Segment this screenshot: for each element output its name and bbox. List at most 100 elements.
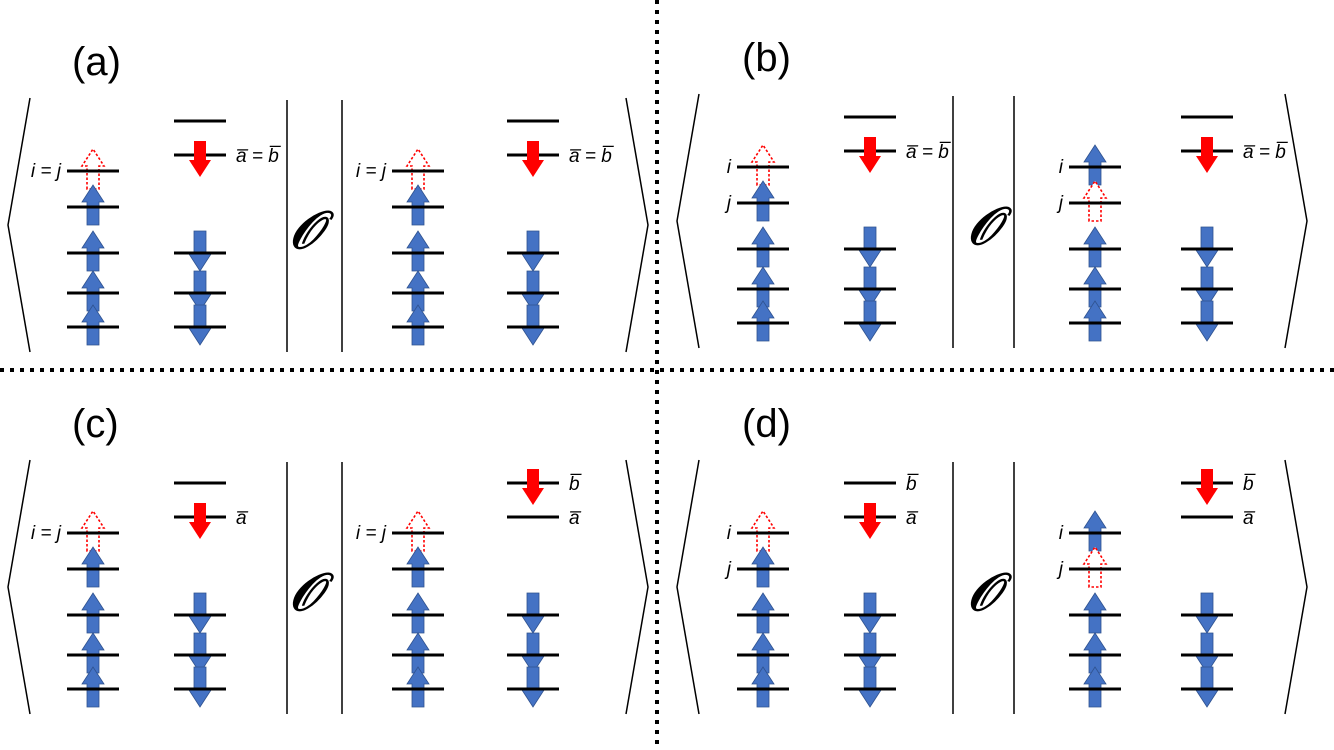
beta-excited-electron-arrow [522, 469, 544, 505]
beta-excited-electron-arrow [522, 141, 544, 177]
bra: i = ja̅ = b̅ [7, 97, 288, 353]
alpha-electron-arrow [406, 270, 430, 312]
alpha-electron-arrow [81, 632, 105, 674]
beta-electron-arrow [521, 666, 545, 708]
alpha-electron-arrow [406, 184, 430, 226]
bra-left-bracket [7, 97, 31, 353]
beta-orbital-label: a̅ = b̅ [1243, 142, 1288, 163]
alpha-electron-arrow [405, 509, 431, 552]
alpha-orbital-label: i = j [356, 161, 387, 182]
alpha-orbital-label: j [1056, 193, 1064, 214]
beta-excited-electron-arrow [1196, 469, 1218, 505]
alpha-electron-arrow [1083, 592, 1107, 634]
alpha-electron-arrow [1083, 666, 1107, 708]
operator-symbol: 𝒪 [967, 562, 1013, 623]
ket: i = j a̅ = b̅ [341, 97, 649, 353]
alpha-electron-arrow [81, 230, 105, 272]
alpha-electron-arrow [751, 226, 775, 268]
ket-right-bracket [1284, 459, 1308, 715]
beta-electron-arrow [188, 230, 212, 272]
alpha-electron-arrow [750, 143, 776, 186]
alpha-electron-arrow [1083, 510, 1107, 552]
alpha-electron-arrow [406, 230, 430, 272]
beta-electron-arrow [1195, 592, 1219, 634]
alpha-electron-arrow [80, 147, 106, 190]
beta-orbital-label: a̅ = b̅ [236, 146, 281, 167]
alpha-electron-arrow [1082, 545, 1108, 588]
alpha-orbital-label: i = j [356, 523, 387, 544]
alpha-electron-arrow [1082, 179, 1108, 222]
beta-orbital-label: a̅ = b̅ [906, 142, 951, 163]
beta-electron-arrow [521, 304, 545, 346]
bra: i = j a̅ [7, 459, 288, 715]
beta-electron-arrow [188, 666, 212, 708]
alpha-electron-arrow [1083, 226, 1107, 268]
panel-c: (c)𝒪i = ja̅i = jb̅a̅ [7, 402, 649, 715]
alpha-orbital-label: j [724, 559, 732, 580]
alpha-orbital-label: i = j [31, 523, 62, 544]
beta-orbital-label: b̅ [569, 474, 582, 495]
alpha-electron-arrow [751, 180, 775, 222]
beta-electron-arrow [858, 666, 882, 708]
beta-orbital-label: b̅ [906, 474, 919, 495]
bra-left-bracket [676, 459, 700, 715]
beta-electron-arrow [521, 592, 545, 634]
beta-orbital-label: a̅ [236, 508, 249, 529]
beta-excited-electron-arrow [189, 503, 211, 539]
alpha-electron-arrow [751, 632, 775, 674]
beta-electron-arrow [1195, 226, 1219, 268]
alpha-electron-arrow [405, 147, 431, 190]
ket: ij a̅ = b̅ [1013, 93, 1308, 349]
bra: ijb̅a̅ [676, 459, 954, 715]
operator-symbol: 𝒪 [289, 562, 335, 623]
panel-label: (b) [742, 36, 791, 80]
alpha-orbital-label: j [1056, 559, 1064, 580]
alpha-electron-arrow [80, 509, 106, 552]
bra-left-bracket [7, 459, 31, 715]
alpha-electron-arrow [406, 632, 430, 674]
beta-electron-arrow [188, 592, 212, 634]
alpha-electron-arrow [406, 666, 430, 708]
operator-symbol: 𝒪 [967, 196, 1013, 257]
operator-symbol: 𝒪 [289, 200, 335, 261]
alpha-electron-arrow [81, 184, 105, 226]
alpha-electron-arrow [1083, 300, 1107, 342]
ket: i = jb̅a̅ [341, 459, 649, 715]
beta-electron-arrow [858, 592, 882, 634]
alpha-electron-arrow [81, 546, 105, 588]
alpha-orbital-label: i [1059, 157, 1064, 178]
alpha-electron-arrow [1083, 632, 1107, 674]
bra-left-bracket [676, 93, 700, 349]
alpha-orbital-label: i [727, 157, 732, 178]
beta-electron-arrow [188, 304, 212, 346]
beta-orbital-label: b̅ [1243, 474, 1256, 495]
alpha-electron-arrow [751, 300, 775, 342]
alpha-orbital-label: j [724, 193, 732, 214]
alpha-electron-arrow [406, 592, 430, 634]
panel-label: (c) [72, 402, 119, 446]
alpha-electron-arrow [81, 304, 105, 346]
alpha-electron-arrow [751, 546, 775, 588]
beta-electron-arrow [1195, 666, 1219, 708]
beta-orbital-label: a̅ [906, 508, 919, 529]
alpha-electron-arrow [1083, 144, 1107, 186]
alpha-electron-arrow [406, 304, 430, 346]
alpha-electron-arrow [406, 546, 430, 588]
alpha-electron-arrow [751, 266, 775, 308]
beta-electron-arrow [858, 300, 882, 342]
ket: ijb̅a̅ [1013, 459, 1308, 715]
beta-orbital-label: a̅ [1243, 508, 1256, 529]
alpha-electron-arrow [1083, 266, 1107, 308]
panel-label: (a) [72, 40, 121, 84]
ket-right-bracket [1284, 93, 1308, 349]
beta-excited-electron-arrow [859, 137, 881, 173]
beta-electron-arrow [858, 226, 882, 268]
panel-a: (a)𝒪i = ja̅ = b̅i = ja̅ = b̅ [7, 40, 649, 353]
ket-right-bracket [625, 459, 649, 715]
beta-orbital-label: a̅ = b̅ [569, 146, 614, 167]
alpha-electron-arrow [81, 270, 105, 312]
